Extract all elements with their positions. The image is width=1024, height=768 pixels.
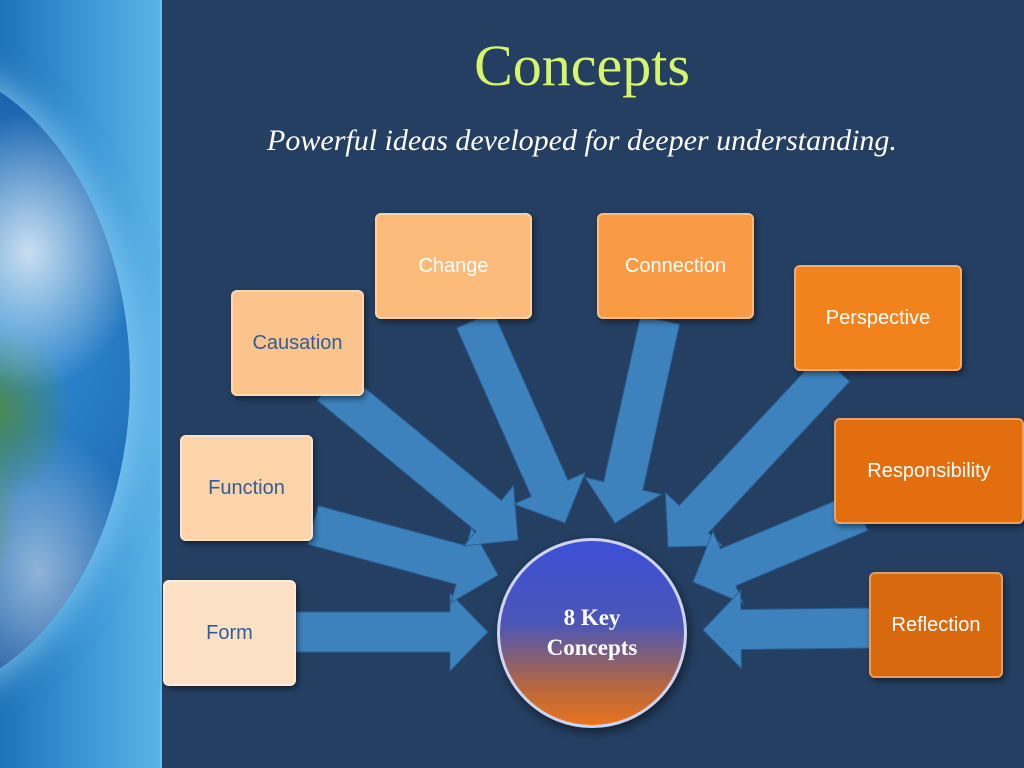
concept-label-form: Form <box>206 621 253 644</box>
hub-label: 8 Key Concepts <box>546 605 638 660</box>
arrow-reflection <box>702 589 872 670</box>
concept-label-change: Change <box>418 255 489 277</box>
slide-subtitle: Powerful ideas developed for deeper unde… <box>267 124 897 157</box>
arrow-change <box>456 311 587 524</box>
arrow-connection <box>584 315 681 524</box>
concept-box-responsibility: Responsibility <box>834 418 1024 524</box>
concept-box-causation: Causation <box>231 290 364 396</box>
arrow-form <box>295 591 489 673</box>
concept-label-perspective: Perspective <box>825 307 931 329</box>
arrow-perspective <box>664 353 851 548</box>
concept-box-form: Form <box>163 580 296 686</box>
globe-sidebar <box>0 0 162 768</box>
concept-label-connection: Connection <box>624 255 727 277</box>
concept-box-reflection: Reflection <box>869 572 1003 678</box>
concept-label-function: Function <box>208 476 285 499</box>
concept-box-change: Change <box>375 213 532 319</box>
concept-label-causation: Causation <box>252 331 343 354</box>
concept-box-connection: Connection <box>597 213 754 319</box>
concept-label-responsibility: Responsibility <box>867 460 991 482</box>
arrow-function <box>307 505 499 604</box>
arrow-responsibility <box>692 492 869 605</box>
concept-box-function: Function <box>180 435 313 541</box>
arrow-causation <box>316 368 519 547</box>
concept-label-reflection: Reflection <box>891 614 981 636</box>
slide-title: Concepts <box>474 33 690 98</box>
hub-circle: 8 Key Concepts <box>497 538 687 728</box>
concept-box-perspective: Perspective <box>794 265 962 371</box>
